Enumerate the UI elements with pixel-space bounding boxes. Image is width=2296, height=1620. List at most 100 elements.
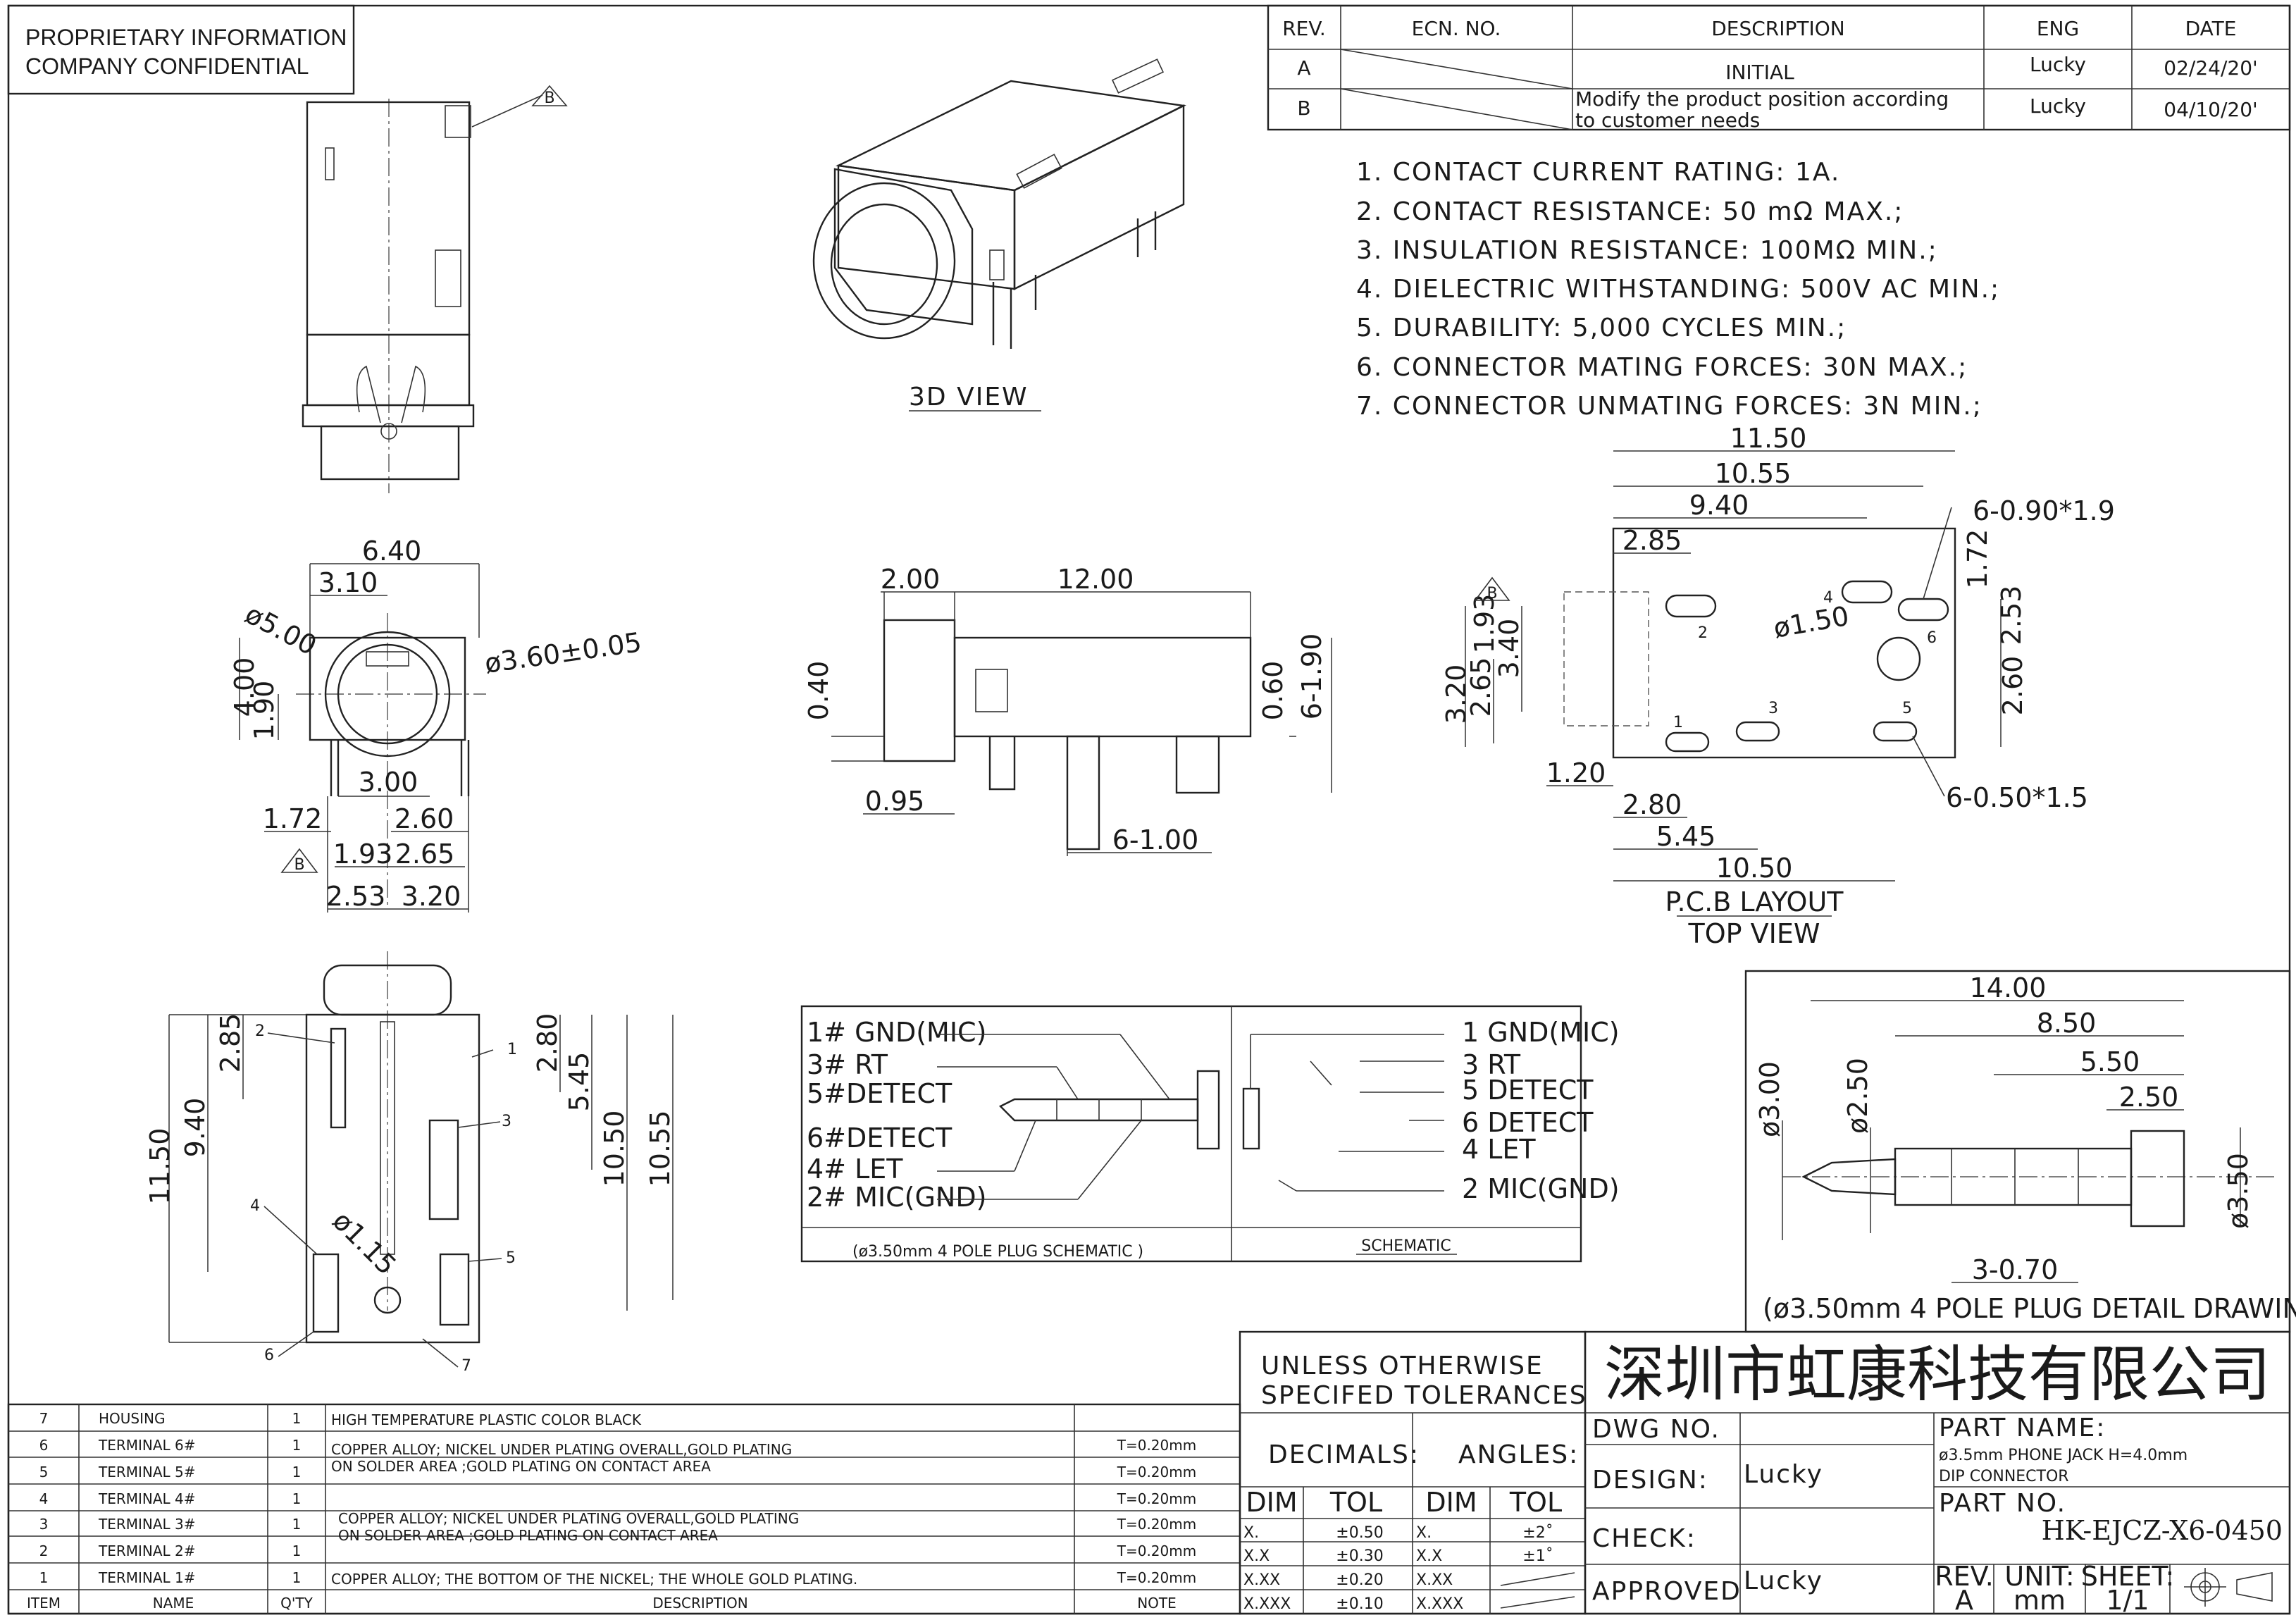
bom-name-1: TERMINAL 1#	[98, 1569, 196, 1586]
pcb-pin-5: 5	[1902, 700, 1912, 717]
bom-note-3: T=0.20mm	[1117, 1516, 1196, 1533]
rev-b-date: 04/10/20'	[2164, 98, 2257, 121]
plug-dim-2-50: 2.50	[2119, 1082, 2179, 1113]
pcb-dim-slot-small: 6-0.50*1.5	[1946, 782, 2088, 813]
bottom-dim-5-45: 5.45	[564, 1052, 595, 1112]
bottom-dim-11-50: 11.50	[144, 1128, 175, 1205]
side-dim-2-00: 2.00	[881, 564, 941, 595]
revision-table: REV. ECN. NO. DESCRIPTION ENG DATE A INI…	[1267, 4, 2291, 132]
tolerance-title-2: SPECIFED TOLERANCES	[1261, 1381, 1587, 1410]
schematic-label-1: 1 GND(MIC)	[1462, 1017, 1620, 1048]
tol-adim-1: X.	[1416, 1524, 1432, 1542]
pcb-layout-label: P.C.B LAYOUT	[1665, 886, 1844, 917]
tol-tol-3: ±0.20	[1336, 1571, 1383, 1589]
bom-header-note: NOTE	[1137, 1595, 1177, 1612]
pcb-dim-slot-large: 6-0.90*1.9	[1973, 495, 2115, 526]
schematic-panel: 1# GND(MIC) 3# RT 5#DETECT 6#DETECT 4# L…	[800, 1005, 1620, 1263]
bottom-dim-2-85: 2.85	[215, 1013, 246, 1073]
part-name-label: PART NAME:	[1939, 1414, 2106, 1442]
bom-header-description: DESCRIPTION	[652, 1595, 747, 1612]
front-dim-3-20: 3.20	[402, 881, 461, 912]
part-no-value: HK-EJCZ-X6-0450	[2042, 1515, 2283, 1546]
bom-qty-7: 1	[292, 1410, 302, 1427]
rev-b-description-2: to customer needs	[1575, 109, 1760, 132]
top-view-marker: B	[544, 89, 554, 107]
spec-notes: 1. CONTACT CURRENT RATING: 1A. 2. CONTAC…	[1356, 158, 1999, 421]
design-label: DESIGN:	[1592, 1466, 1708, 1495]
bom-name-7: HOUSING	[99, 1410, 165, 1427]
bom-item-7: 7	[39, 1410, 49, 1427]
sheet-value: 1/1	[2106, 1585, 2149, 1616]
side-dim-0-60: 0.60	[1258, 661, 1289, 721]
confidential-line-1: PROPRIETARY INFORMATION	[25, 25, 347, 50]
tolerance-block: UNLESS OTHERWISE SPECIFED TOLERANCES DEC…	[1239, 1330, 1587, 1615]
pcb-pin-3: 3	[1768, 700, 1778, 717]
note-2: 2. CONTACT RESISTANCE: 50 mΩ MAX.;	[1356, 197, 1904, 226]
bom-desc-terminal-1: COPPER ALLOY; THE BOTTOM OF THE NICKEL; …	[331, 1571, 857, 1588]
schematic-label-6: 6 DETECT	[1462, 1107, 1594, 1138]
unit-value: mm	[2013, 1585, 2066, 1616]
pcb-dim-3-20: 3.20	[1441, 664, 1472, 724]
pcb-dim-2-53: 2.53	[1996, 586, 2027, 645]
bom-name-2: TERMINAL 2#	[98, 1542, 196, 1559]
bom-qty-3: 1	[292, 1516, 302, 1533]
note-6: 6. CONNECTOR MATING FORCES: 30N MAX.;	[1356, 353, 1968, 382]
front-dim-3-00: 3.00	[359, 767, 418, 798]
side-dim-0-40: 0.40	[803, 661, 834, 721]
confidential-line-2: COMPANY CONFIDENTIAL	[25, 54, 309, 79]
schematic-label-4: 4 LET	[1462, 1134, 1536, 1165]
front-view-marker: B	[294, 856, 304, 874]
decimals-label: DECIMALS:	[1268, 1440, 1420, 1469]
bom-qty-2: 1	[292, 1542, 302, 1559]
bom-desc-terminal-234-2: ON SOLDER AREA ;GOLD PLATING ON CONTACT …	[338, 1527, 718, 1544]
rev-a-description: INITIAL	[1725, 61, 1794, 84]
pcb-pin-1: 1	[1673, 714, 1683, 731]
check-label: CHECK:	[1592, 1524, 1696, 1553]
tol-adim-4: X.XXX	[1416, 1595, 1463, 1613]
bottom-dim-10-50: 10.50	[599, 1111, 630, 1187]
bottom-callout-2: 2	[255, 1022, 265, 1040]
tol-tol-1: ±0.50	[1336, 1524, 1383, 1542]
dwg-no-label: DWG NO.	[1592, 1415, 1720, 1444]
pcb-pin-6: 6	[1927, 629, 1937, 647]
front-dim-3-10: 3.10	[318, 567, 378, 598]
pcb-pin-4: 4	[1823, 589, 1833, 607]
plug-dim-dia-3-50: ø3.50	[2223, 1153, 2254, 1229]
schematic-caption: SCHEMATIC	[1361, 1237, 1451, 1255]
rev-b-description-1: Modify the product position according	[1575, 87, 1949, 111]
unit-label: UNIT:	[2004, 1561, 2074, 1592]
side-dim-6-1-00: 6-1.00	[1112, 824, 1199, 855]
rev-label: REV.	[1935, 1561, 1994, 1592]
bom-note-5: T=0.20mm	[1117, 1464, 1196, 1480]
angles-label: ANGLES:	[1458, 1440, 1579, 1469]
tol-col-atol: TOL	[1509, 1487, 1562, 1518]
plug-dim-8-50: 8.50	[2037, 1008, 2097, 1039]
bom-desc-terminal-56-1: COPPER ALLOY; NICKEL UNDER PLATING OVERA…	[331, 1441, 792, 1458]
pcb-dim-1-72: 1.72	[1962, 529, 1993, 589]
tol-dim-2: X.X	[1243, 1547, 1270, 1565]
rev-a-eng: Lucky	[2030, 53, 2086, 76]
front-dim-width: 6.40	[362, 536, 422, 567]
bom-note-6: T=0.20mm	[1117, 1437, 1196, 1454]
tol-atol-1: ±2˚	[1522, 1524, 1553, 1542]
tol-dim-1: X.	[1243, 1524, 1259, 1542]
tol-tol-2: ±0.30	[1336, 1547, 1383, 1565]
plug-label-5: 5#DETECT	[807, 1078, 952, 1109]
pcb-pin-2: 2	[1698, 624, 1708, 642]
bom-name-5: TERMINAL 5#	[98, 1464, 196, 1480]
rev-header-ecn: ECN. NO.	[1412, 17, 1501, 40]
approved-value: Lucky	[1744, 1566, 1823, 1595]
bom-name-3: TERMINAL 3#	[98, 1516, 196, 1533]
bom-table: 7 HOUSING 1 HIGH TEMPERATURE PLASTIC COL…	[7, 1403, 1241, 1615]
rev-header-rev: REV.	[1282, 17, 1326, 40]
view-3d-label: 3D VIEW	[909, 383, 1029, 412]
part-name-line-1: ø3.5mm PHONE JACK H=4.0mm	[1939, 1447, 2188, 1464]
bom-qty-5: 1	[292, 1464, 302, 1480]
plug-label-4: 4# LET	[807, 1154, 903, 1185]
bottom-callout-5: 5	[506, 1249, 516, 1267]
top-view: B	[302, 85, 568, 493]
pcb-marker: B	[1487, 585, 1497, 602]
pcb-dim-2-65: 2.65	[1465, 657, 1496, 717]
front-dim-dia-3-60: ø3.60±0.05	[483, 626, 643, 679]
